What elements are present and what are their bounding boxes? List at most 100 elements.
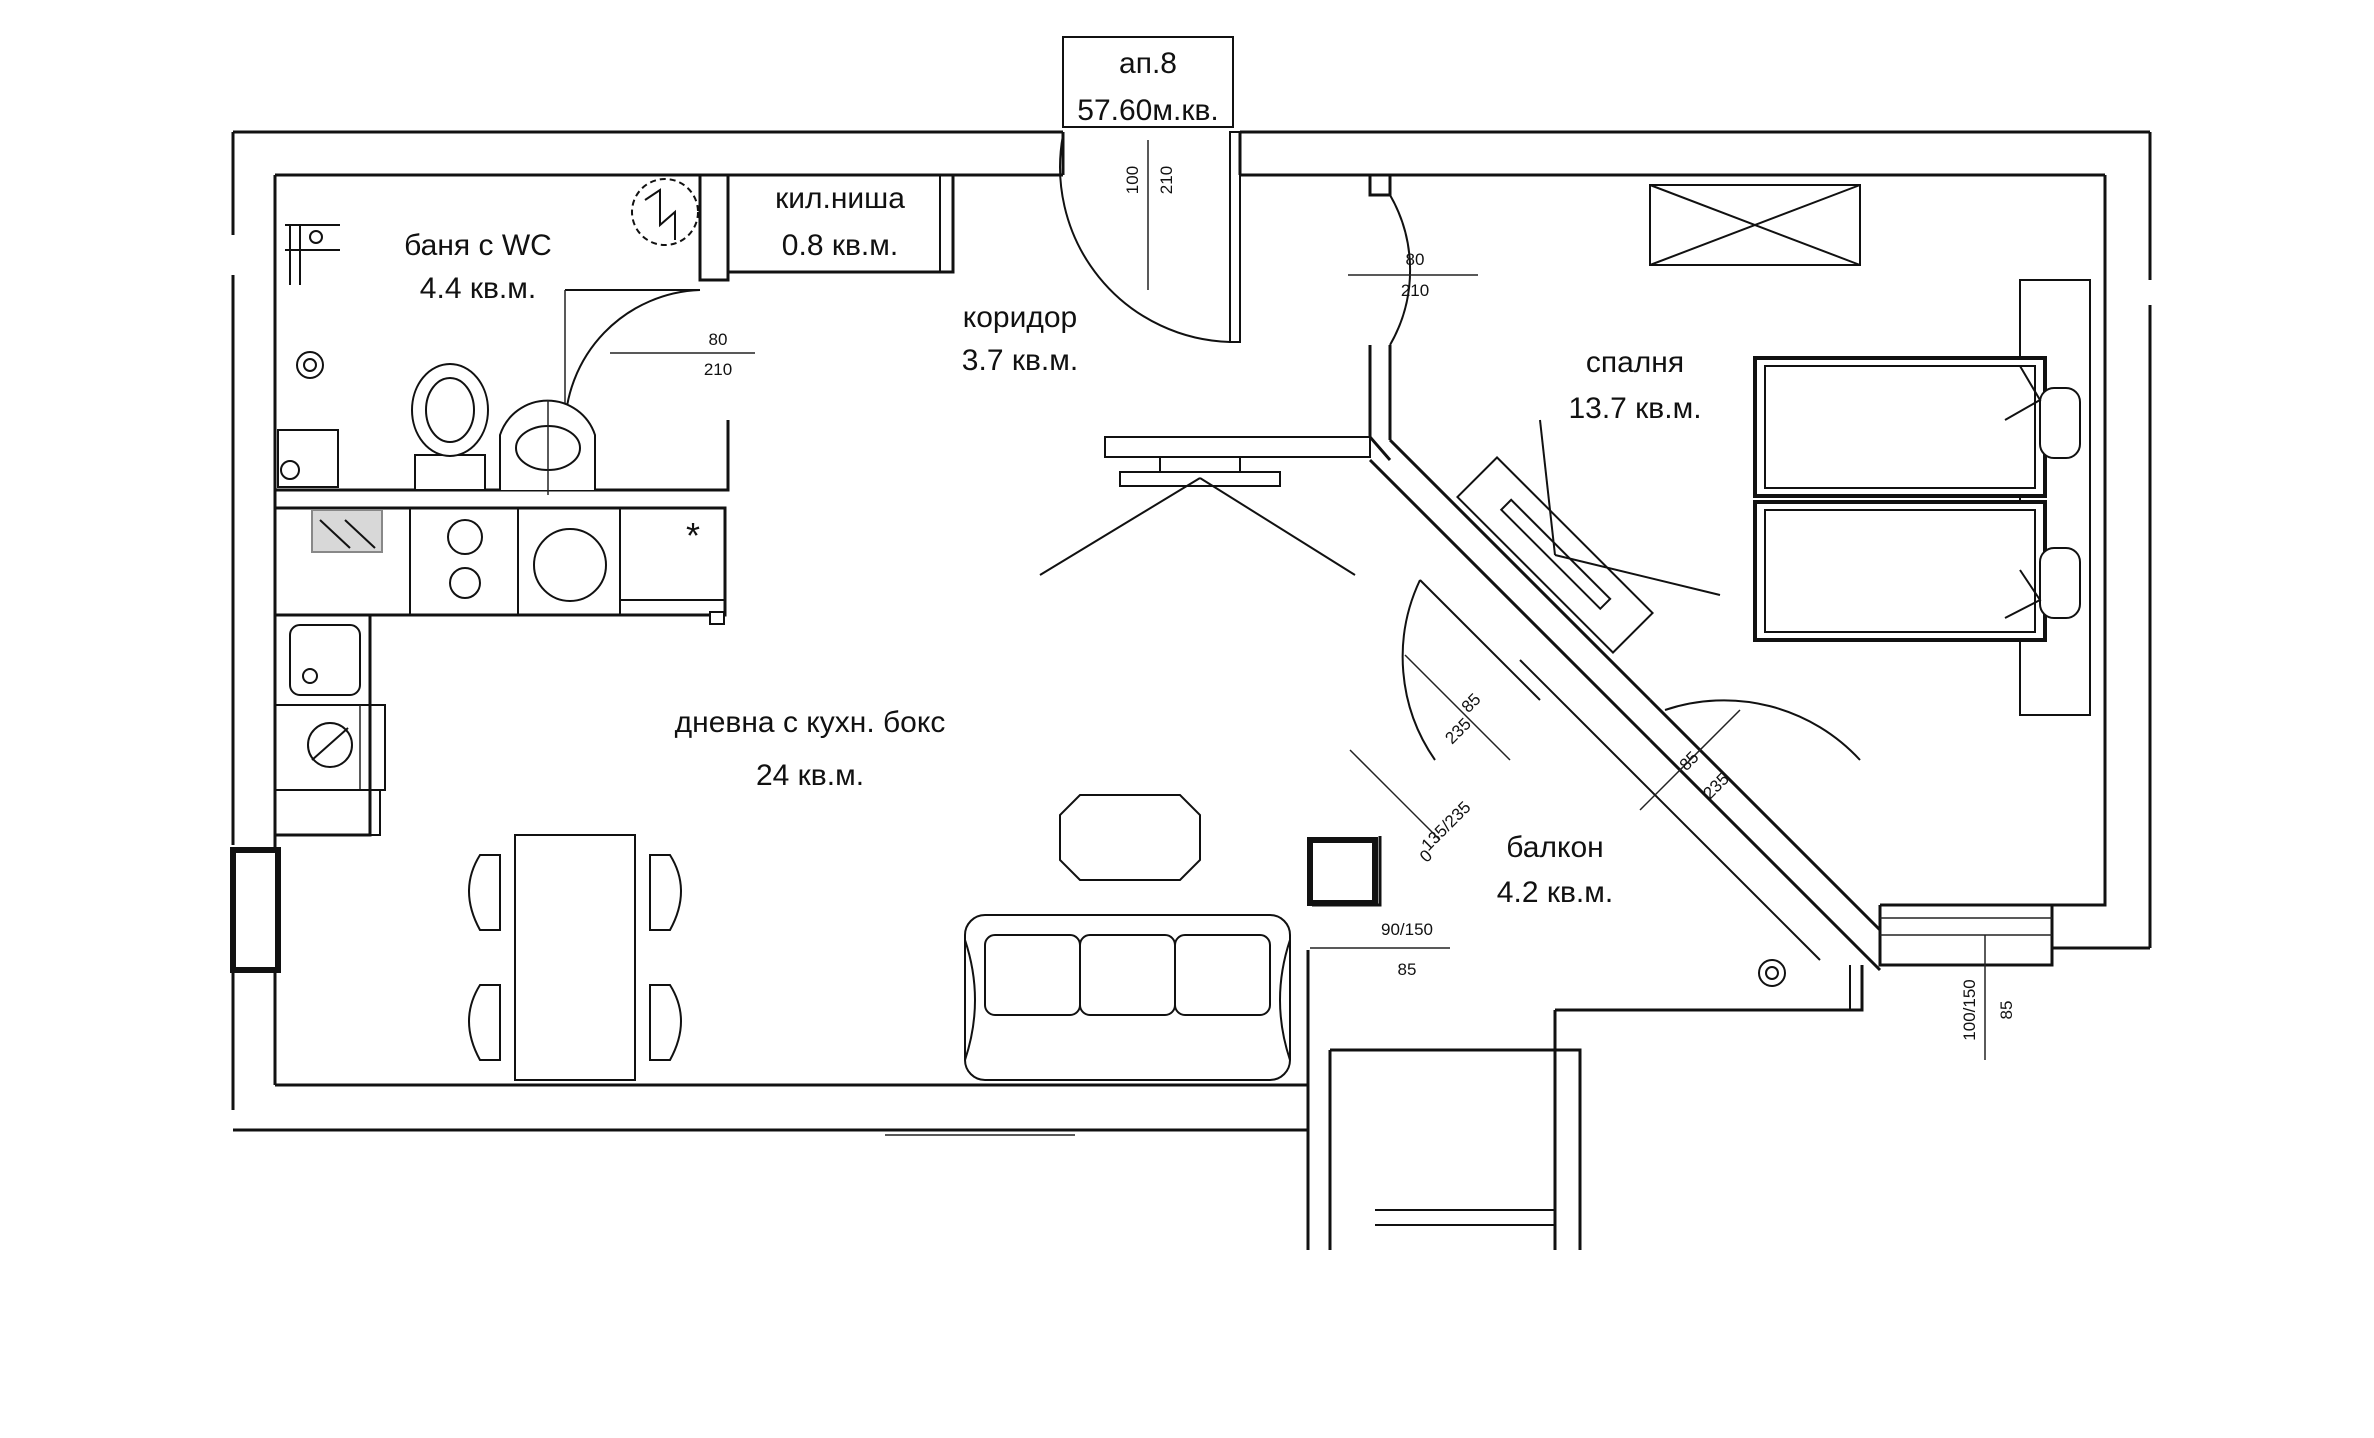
balcony-diagonal-frame <box>1519 659 1821 961</box>
bedroom-door-arc <box>1389 194 1412 346</box>
blanket-fold <box>2004 365 2042 421</box>
bath-door-width: 80 <box>709 330 728 349</box>
balcony-living-door-leaf <box>1419 579 1541 701</box>
fridge-foot <box>709 611 725 625</box>
sofa-icon <box>964 914 1291 1081</box>
entrance-door-height: 210 <box>1157 166 1176 194</box>
toilet-tank <box>414 454 486 491</box>
bath-door-height: 210 <box>704 360 732 379</box>
fridge-icon: * <box>686 515 700 556</box>
bath-wall-right-stub <box>698 175 730 282</box>
balcony-bedroom-dim-line <box>1639 709 1741 811</box>
bedroom: спалня 13.7 кв.м. <box>1456 184 2091 716</box>
pillow-icon-2 <box>2039 547 2081 619</box>
window-main-size: 90/150 <box>1381 920 1433 939</box>
washing-machine-icon <box>533 528 607 602</box>
corridor-shelf <box>1104 436 1371 458</box>
tv-view-line-left <box>1039 477 1201 576</box>
bedroom-area: 13.7 кв.м. <box>1568 392 1701 425</box>
window-small-leader <box>1349 749 1441 841</box>
bath-area: 4.4 кв.м. <box>420 272 536 305</box>
corridor-wall-vertical <box>1368 345 1392 461</box>
sofa-cushion-3 <box>1174 934 1271 1016</box>
balcony-wall-bottom <box>1555 965 1864 1012</box>
balcony-drain-inner <box>1765 966 1779 980</box>
bath-name: баня с WC <box>404 229 552 262</box>
balcony-area: 4.2 кв.м. <box>1497 876 1613 909</box>
drain-icon <box>296 351 324 379</box>
toilet-icon <box>411 363 489 457</box>
boiler-icon <box>277 429 339 488</box>
entrance-door-leaf <box>1229 131 1241 343</box>
bedroom-door-width: 80 <box>1406 250 1425 269</box>
chair-icon <box>468 854 501 931</box>
wall-right-inner <box>1880 175 2107 907</box>
apartment-title-box: ап.8 57.60м.кв. <box>1062 36 1234 128</box>
column-balcony <box>1307 837 1378 906</box>
bathroom: 80 210 баня с WC 4.4 кв.м. <box>275 175 755 495</box>
dishwasher-icon <box>307 722 353 768</box>
window-bedroom-sill: 85 <box>1997 1001 2016 1020</box>
bath-door-arc <box>564 289 701 431</box>
apartment-name: ап.8 <box>1119 47 1177 80</box>
drain-inner <box>303 358 317 372</box>
pillow-icon <box>2039 387 2081 459</box>
entrance-door-arc <box>1059 134 1231 343</box>
balcony-living-dim-line <box>1404 654 1511 761</box>
shower-head-icon <box>309 230 323 244</box>
chair-icon-3 <box>649 854 682 931</box>
blanket-fold-2 <box>2004 569 2042 619</box>
balcony-diagonal-inner <box>1648 698 1882 932</box>
bed-mattress-2 <box>1764 509 2036 633</box>
window-main-sill: 85 <box>1398 960 1417 979</box>
hood-mark-b <box>344 519 376 549</box>
chair-icon-4 <box>649 984 682 1061</box>
living-name: дневна с кухн. бокс <box>675 706 946 739</box>
apartment-area: 57.60м.кв. <box>1077 94 1218 127</box>
bed-icon-2 <box>1753 500 2047 642</box>
bedroom-partition: 80 210 <box>1348 175 1652 742</box>
corridor: коридор 3.7 кв.м. <box>962 301 1371 576</box>
chair-icon-2 <box>468 984 501 1061</box>
dishwasher-mark <box>311 727 349 761</box>
closet-name: кил.ниша <box>775 182 905 215</box>
wall-bottom-outer <box>233 1128 1310 1250</box>
kitchen-end-box <box>274 789 381 836</box>
balcony-wall-bottom-inner <box>1330 1048 1582 1250</box>
bed-icon <box>1753 356 2047 498</box>
window-bedroom-size: 100/150 <box>1960 979 1979 1040</box>
bedroom-view-line-b <box>1554 554 1721 596</box>
hob-burner-icon-2 <box>449 567 481 599</box>
closet-frame <box>726 173 955 274</box>
sofa-arm-left <box>964 939 976 1061</box>
corridor-area: 3.7 кв.м. <box>962 344 1078 377</box>
living-room: дневна с кухн. бокс 24 кв.м. <box>230 706 1291 1081</box>
boiler-knob <box>280 460 300 480</box>
bedroom-tv-icon <box>1499 498 1612 611</box>
hood-mark-a <box>319 519 351 549</box>
entrance-door: 100 210 <box>1059 131 1241 343</box>
bedroom-door-height: 210 <box>1401 281 1429 300</box>
closet-niche: кил.ниша 0.8 кв.м. <box>726 173 955 274</box>
bed-mattress <box>1764 365 2036 489</box>
ventilation-icon <box>631 178 699 246</box>
balcony-name: балкон <box>1506 831 1603 864</box>
balcony-bedroom-door-height: 235 <box>1699 769 1732 802</box>
toilet-seat <box>425 377 475 443</box>
sofa-arm-right <box>1279 939 1291 1061</box>
tv-stand <box>1159 456 1241 473</box>
balcony-bedroom-door-arc <box>1664 699 1861 761</box>
title-frame <box>1062 36 1234 128</box>
column-left <box>230 847 281 973</box>
entrance-door-width: 100 <box>1123 166 1142 194</box>
diagonal-wall-outer <box>1368 458 1652 742</box>
kitchen-sink-drain <box>302 668 318 684</box>
living-area: 24 кв.м. <box>756 759 864 792</box>
tv-view-line-right <box>1199 477 1356 576</box>
diagonal-wall-inner <box>1388 438 1652 702</box>
ventilation-arrow-icon <box>644 188 676 240</box>
balcony-living-door-arc <box>1401 579 1436 761</box>
kitchen-counter <box>273 506 727 617</box>
dining-table-icon <box>514 834 636 1081</box>
